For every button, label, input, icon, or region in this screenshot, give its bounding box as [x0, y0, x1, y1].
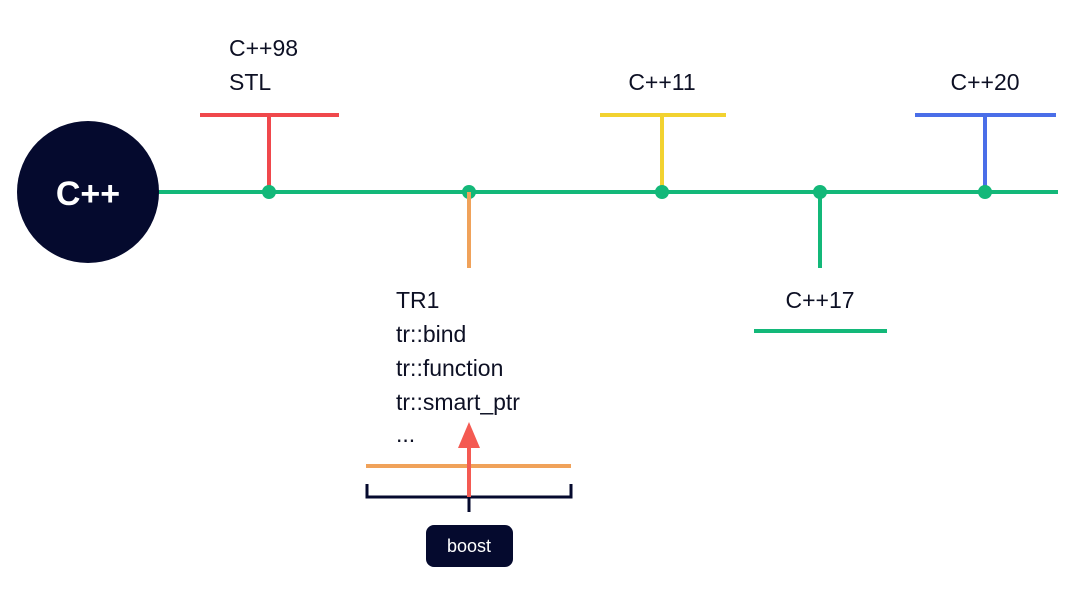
cpp20-label: C++20 [950, 69, 1019, 95]
tr1-item-smart-ptr: tr::smart_ptr [396, 389, 520, 415]
cpp-logo-text: C++ [56, 175, 120, 213]
milestone-cpp20: C++20 [915, 69, 1056, 199]
milestone-cpp11: C++11 [600, 69, 726, 199]
cpp20-dot [978, 185, 992, 199]
boost-label: boost [447, 536, 491, 556]
milestone-cpp98: C++98 STL [200, 35, 339, 199]
boost-badge [426, 525, 513, 567]
cpp98-dot [262, 185, 276, 199]
cpp98-sublabel: STL [229, 69, 271, 95]
tr1-label: TR1 [396, 287, 439, 313]
boost-group: boost [365, 422, 573, 567]
up-arrow-icon [458, 422, 480, 497]
tr1-item-ellipsis: ... [396, 421, 415, 447]
milestone-cpp17: C++17 [754, 185, 887, 333]
cpp-logo: C++ [17, 121, 159, 263]
milestone-tr1: TR1 tr::bind tr::function tr::smart_ptr … [366, 185, 571, 468]
cpp11-label: C++11 [628, 69, 695, 95]
cpp17-label: C++17 [785, 287, 854, 313]
tr1-item-function: tr::function [396, 355, 503, 381]
cpp98-label: C++98 [229, 35, 298, 61]
cpp11-dot [655, 185, 669, 199]
tr1-item-bind: tr::bind [396, 321, 466, 347]
